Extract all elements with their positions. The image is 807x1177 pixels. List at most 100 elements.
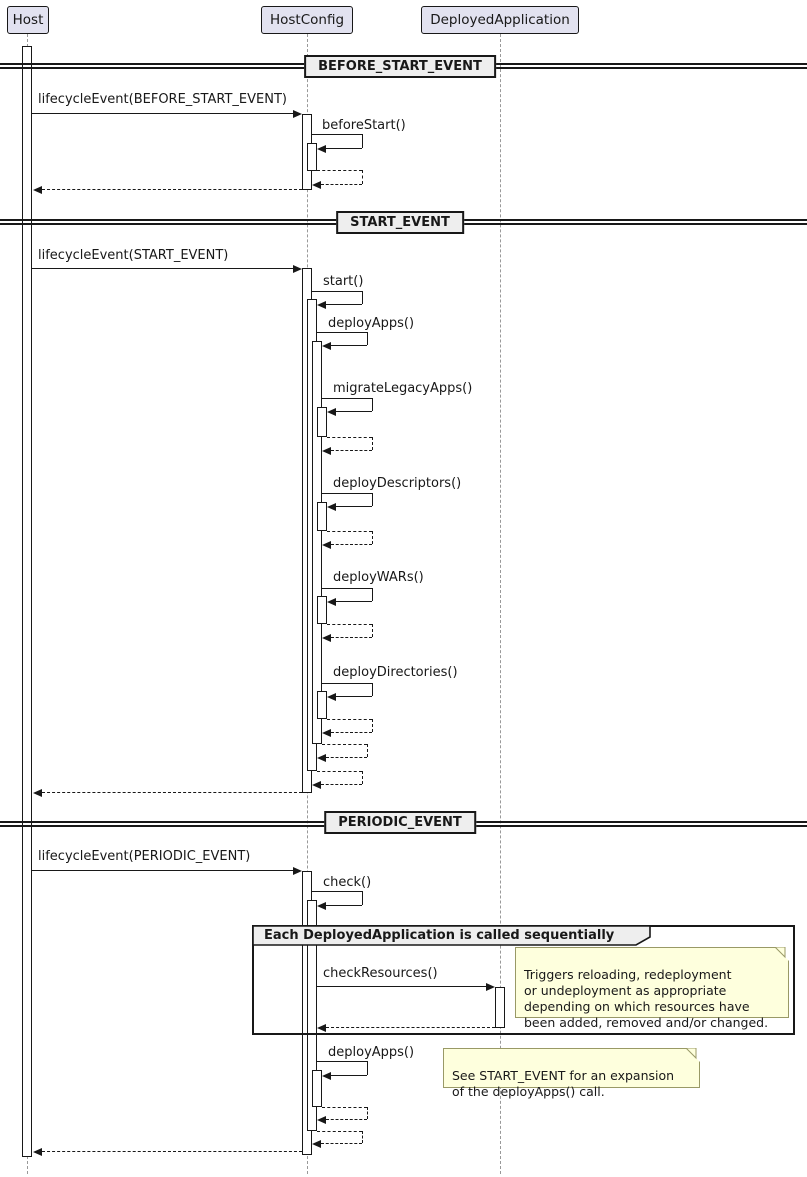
divider-start-event: START_EVENT	[336, 211, 464, 234]
self-call-line	[372, 493, 373, 506]
arrow-line	[32, 870, 293, 871]
message-label: deployApps()	[328, 316, 415, 331]
self-call-line	[326, 905, 362, 906]
self-return-line	[326, 1119, 367, 1120]
arrowhead-left	[327, 693, 336, 701]
note-check-resources: Triggers reloading, redeployment or unde…	[515, 947, 789, 1030]
return-line	[326, 1027, 495, 1028]
hostconfig-activation-deployapps-periodic	[312, 1070, 322, 1107]
self-call-line	[336, 696, 372, 697]
return-line	[42, 1151, 302, 1152]
arrowhead-left	[317, 1024, 326, 1032]
arrowhead-left	[317, 754, 326, 762]
group-header-shape	[252, 925, 651, 946]
note-text: Triggers reloading, redeployment or unde…	[524, 967, 769, 1030]
arrowhead-left	[33, 1148, 42, 1156]
hostconfig-activation-check	[307, 900, 317, 1131]
message-label: beforeStart()	[322, 118, 406, 133]
divider-before-start-event: BEFORE_START_EVENT	[304, 55, 496, 78]
self-return-line	[317, 771, 362, 772]
self-call-line	[331, 345, 367, 346]
arrowhead-left	[33, 789, 42, 797]
arrowhead-left	[322, 342, 331, 350]
arrowhead-left	[33, 186, 42, 194]
self-return-line	[317, 170, 362, 171]
arrowhead-right	[293, 110, 302, 118]
arrowhead-left	[322, 634, 331, 642]
hostconfig-activation-deployapps	[312, 341, 322, 744]
host-activation-bar	[22, 46, 32, 1157]
self-return-line	[367, 1107, 368, 1119]
self-call-line	[322, 588, 372, 589]
arrowhead-left	[317, 145, 326, 153]
hostconfig-activation-beforestart	[307, 143, 317, 171]
message-label: deployWARs()	[333, 570, 424, 585]
arrowhead-left	[327, 408, 336, 416]
self-call-line	[326, 304, 362, 305]
group-label: Each DeployedApplication is called seque…	[264, 928, 615, 943]
participant-hostconfig: HostConfig	[261, 6, 353, 34]
arrowhead-right	[293, 265, 302, 273]
deployedapplication-lifeline	[500, 34, 501, 1174]
self-call-line	[331, 1075, 367, 1076]
self-return-line	[372, 624, 373, 637]
self-call-line	[336, 411, 372, 412]
self-return-line	[326, 757, 367, 758]
self-call-line	[367, 1061, 368, 1075]
self-return-line	[317, 1131, 362, 1132]
self-call-line	[312, 134, 362, 135]
arrowhead-right	[486, 983, 495, 991]
arrowhead-left	[327, 598, 336, 606]
hostconfig-activation-deploywars	[317, 596, 327, 624]
message-label: checkResources()	[323, 966, 438, 981]
note-fold-icon	[686, 1048, 700, 1062]
self-return-line	[327, 531, 372, 532]
message-label: lifecycleEvent(START_EVENT)	[38, 248, 229, 263]
arrowhead-left	[322, 447, 331, 455]
arrow-line	[317, 986, 486, 987]
participant-host: Host	[7, 6, 49, 34]
self-call-line	[372, 398, 373, 411]
arrow-line	[32, 113, 293, 114]
self-call-line	[326, 148, 362, 149]
self-return-line	[331, 637, 372, 638]
self-call-line	[336, 506, 372, 507]
arrowhead-right	[293, 867, 302, 875]
arrowhead-left	[317, 1116, 326, 1124]
self-call-line	[362, 134, 363, 148]
self-return-line	[327, 719, 372, 720]
message-label: start()	[323, 274, 364, 289]
arrowhead-left	[322, 1072, 331, 1080]
return-line	[42, 189, 302, 190]
self-return-line	[322, 1107, 367, 1108]
self-return-line	[372, 719, 373, 732]
self-return-line	[331, 544, 372, 545]
self-call-line	[317, 332, 367, 333]
message-label: lifecycleEvent(PERIODIC_EVENT)	[38, 849, 251, 864]
message-label: deployApps()	[328, 1045, 415, 1060]
self-call-line	[372, 588, 373, 601]
hostconfig-activation-deploydirectories	[317, 691, 327, 719]
arrow-line	[32, 268, 293, 269]
self-return-line	[362, 1131, 363, 1143]
self-call-line	[336, 601, 372, 602]
hostconfig-activation-migratelegacyapps	[317, 407, 327, 437]
message-label: lifecycleEvent(BEFORE_START_EVENT)	[38, 92, 287, 107]
arrowhead-left	[312, 781, 321, 789]
note-deploy-apps: See START_EVENT for an expansion of the …	[443, 1048, 700, 1099]
divider-periodic-event: PERIODIC_EVENT	[324, 811, 476, 834]
self-return-line	[362, 771, 363, 784]
self-call-line	[322, 493, 372, 494]
self-return-line	[321, 784, 362, 785]
hostconfig-activation-deploydescriptors	[317, 502, 327, 531]
message-label: deployDescriptors()	[333, 476, 462, 491]
arrowhead-left	[312, 181, 321, 189]
self-call-line	[367, 332, 368, 345]
message-label: deployDirectories()	[333, 665, 458, 680]
return-line	[42, 792, 302, 793]
self-return-line	[322, 744, 367, 745]
self-return-line	[321, 1143, 362, 1144]
self-return-line	[372, 531, 373, 544]
note-fold-icon	[775, 947, 789, 961]
